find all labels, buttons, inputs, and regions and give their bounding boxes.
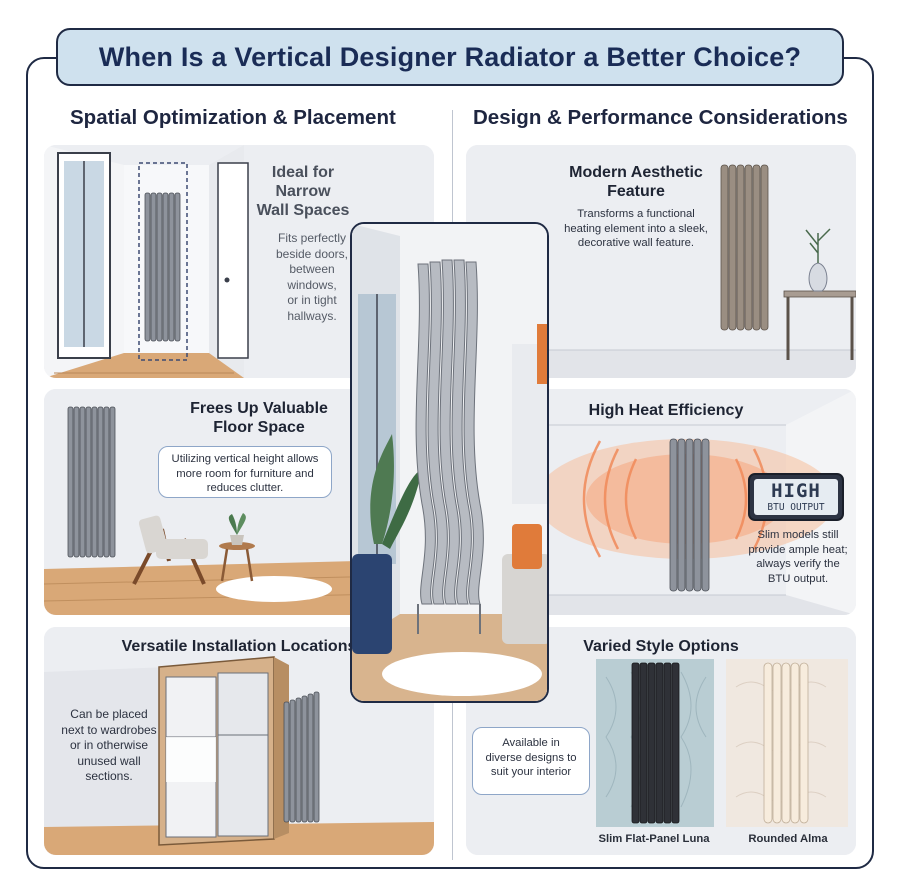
narrow-text: Fits perfectly beside doors, between win…: [275, 231, 349, 323]
narrow-title: Ideal for Narrow Wall Spaces: [256, 164, 350, 220]
aesthetic-text: Transforms a functional heating element …: [564, 208, 708, 250]
styles-callout-bubble: Available in diverse designs to suit you…: [472, 727, 590, 795]
heat-title: High Heat Efficiency: [588, 402, 744, 419]
page-title: When Is a Vertical Designer Radiator a B…: [98, 41, 802, 72]
btu-display-sub: BTU OUTPUT: [767, 502, 825, 513]
style-option-luna-label: Slim Flat-Panel Luna: [598, 833, 710, 845]
featured-radiator-illustration: [352, 224, 547, 701]
floor-title: Frees Up Valuable Floor Space: [190, 400, 328, 437]
left-column-heading: Spatial Optimization & Placement: [70, 106, 396, 129]
heat-text: Slim models still provide ample heat; al…: [748, 529, 848, 586]
floor-callout-bubble: Utilizing vertical height allows more ro…: [158, 446, 332, 498]
versatile-text: Can be placed next to wardrobes or in ot…: [61, 707, 157, 784]
title-banner: When Is a Vertical Designer Radiator a B…: [56, 28, 844, 86]
right-column-heading: Design & Performance Considerations: [473, 106, 848, 129]
styles-title: Varied Style Options: [583, 638, 739, 655]
wardrobe-scene-illustration: [44, 627, 434, 855]
panel-style-options: Varied Style Options Available in divers…: [466, 627, 856, 855]
style-option-alma-label: Rounded Alma: [748, 833, 828, 845]
panel-versatile-locations: Versatile Installation Locations Can be …: [44, 627, 434, 855]
versatile-title: Versatile Installation Locations: [121, 638, 357, 655]
featured-radiator-card: [350, 222, 549, 703]
aesthetic-title: Modern Aesthetic Feature: [569, 164, 703, 201]
btu-display-main: HIGH: [771, 480, 821, 502]
